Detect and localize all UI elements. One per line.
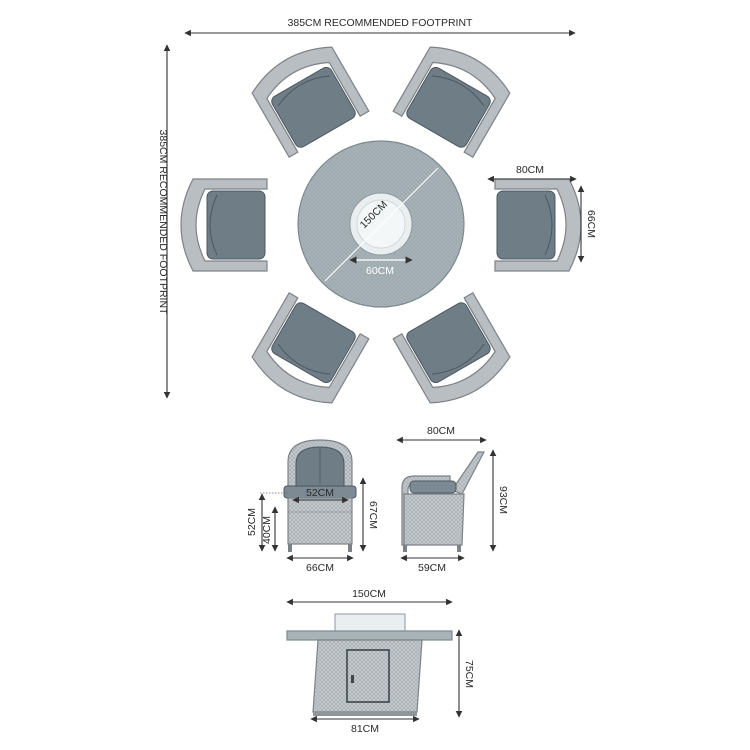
chair-side-depth-top-label: 80CM [427, 425, 455, 437]
table-side-base-width-label: 81CM [351, 723, 379, 735]
table-diameter-line [324, 167, 439, 282]
chair-front-view [260, 439, 357, 552]
chair-front-seat-height-dimension: 40CM [261, 506, 279, 552]
table-side-base-width-dimension: 81CM [310, 715, 420, 735]
table-top-slab [286, 630, 453, 641]
table-side-height-dimension: 75CM [455, 629, 475, 718]
fire-pit-width-label: 60CM [366, 265, 394, 277]
table-side-top-width-label: 150CM [352, 588, 386, 600]
chair-side-view [401, 451, 485, 552]
chair-side-depth-bottom-label: 59CM [418, 562, 446, 574]
chair-front-back-height-dimension: 67CM [359, 477, 379, 552]
chair-front-seat-height-label: 40CM [261, 516, 273, 544]
footprint-height-label: 385CM RECOMMENDED FOOTPRINT [157, 130, 169, 316]
chair-top-view-upper-left [251, 46, 370, 158]
chair-top-depth-dimension: 80CM [487, 164, 577, 183]
footprint-width-label: 385CM RECOMMENDED FOOTPRINT [288, 17, 474, 29]
chair-front-seat-width-dimension: 52CM [292, 487, 349, 504]
chair-top-depth-label: 80CM [516, 164, 544, 176]
chair-top-width-label: 66CM [585, 210, 597, 238]
table-top-view: 150CM 60CM [297, 140, 465, 308]
chair-front-arm-height-dimension: 52CM [246, 493, 266, 552]
table-side-view [286, 613, 453, 716]
chair-front-seat-width-label: 52CM [306, 487, 334, 499]
chair-front-back-height-label: 67CM [367, 501, 379, 529]
footprint-height-dimension: 385CM RECOMMENDED FOOTPRINT [157, 44, 171, 399]
chair-side-height-dimension: 93CM [489, 449, 509, 552]
footprint-width-dimension: 385CM RECOMMENDED FOOTPRINT [184, 17, 576, 37]
chair-top-width-dimension: 66CM [577, 185, 597, 263]
chair-top-view-lower-right [392, 292, 511, 404]
fire-pit-glass-guard [334, 613, 406, 632]
chair-front-width-label: 66CM [306, 562, 334, 574]
chair-top-view-right [494, 178, 582, 272]
chair-top-view-left [180, 178, 268, 272]
chair-side-depth-bottom-dimension: 59CM [400, 554, 465, 574]
chair-top-view-lower-left [251, 292, 370, 404]
chair-side-height-label: 93CM [497, 486, 509, 514]
table-side-height-label: 75CM [463, 660, 475, 688]
chair-side-depth-top-dimension: 80CM [396, 425, 487, 444]
table-side-top-width-dimension: 150CM [286, 588, 453, 606]
chair-top-view-upper-right [392, 46, 511, 158]
chair-front-width-dimension: 66CM [286, 554, 354, 574]
chair-front-arm-height-label: 52CM [246, 508, 258, 536]
